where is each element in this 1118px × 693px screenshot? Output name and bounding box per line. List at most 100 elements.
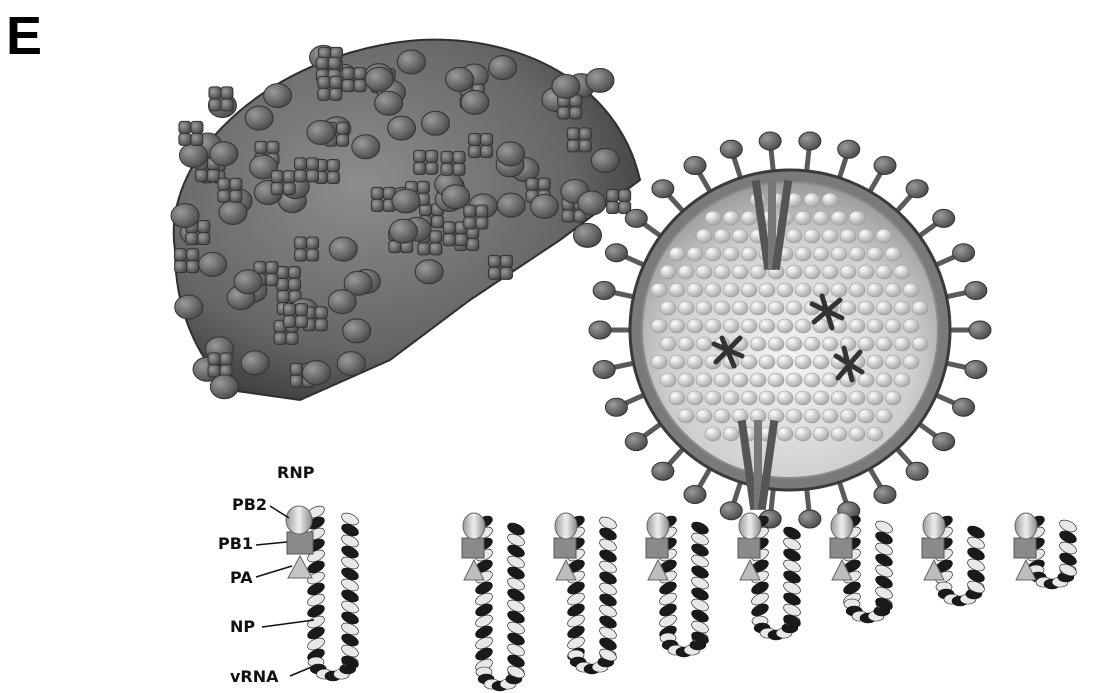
glycoprotein-head	[906, 180, 928, 198]
pb2-subunit	[463, 513, 485, 539]
matrix-protein	[714, 265, 730, 279]
hemagglutinin-spike	[365, 67, 393, 91]
matrix-protein	[822, 373, 838, 387]
matrix-protein	[741, 283, 757, 297]
matrix-protein	[786, 301, 802, 315]
hemagglutinin-spike	[179, 143, 207, 167]
matrix-protein	[876, 337, 892, 351]
glycoprotein-head	[799, 132, 821, 150]
matrix-protein	[669, 355, 685, 369]
matrix-protein	[687, 355, 703, 369]
matrix-protein	[714, 301, 730, 315]
matrix-protein	[687, 283, 703, 297]
matrix-protein	[723, 391, 739, 405]
matrix-protein	[894, 373, 910, 387]
hemagglutinin-spike	[328, 290, 356, 314]
hemagglutinin-spike	[343, 319, 371, 343]
matrix-protein	[885, 319, 901, 333]
glycoprotein-head	[933, 433, 955, 451]
panel-letter: E	[6, 6, 42, 66]
matrix-protein	[696, 229, 712, 243]
matrix-protein	[732, 229, 748, 243]
matrix-protein	[786, 373, 802, 387]
matrix-protein	[660, 301, 676, 315]
matrix-protein	[705, 247, 721, 261]
pb2-subunit	[555, 513, 577, 539]
hemagglutinin-spike	[390, 219, 418, 243]
matrix-protein	[723, 247, 739, 261]
hemagglutinin-spike	[461, 90, 489, 114]
matrix-protein	[867, 319, 883, 333]
matrix-protein	[741, 319, 757, 333]
pb1-subunit	[554, 538, 576, 558]
hemagglutinin-spike	[329, 237, 357, 261]
matrix-protein	[696, 373, 712, 387]
glycoprotein-head	[838, 140, 860, 158]
matrix-protein	[696, 337, 712, 351]
matrix-protein	[822, 229, 838, 243]
matrix-protein	[678, 409, 694, 423]
matrix-protein	[912, 301, 928, 315]
matrix-protein	[723, 211, 739, 225]
matrix-protein	[660, 337, 676, 351]
glycoprotein-head	[589, 321, 611, 339]
matrix-protein	[750, 337, 766, 351]
matrix-protein	[822, 409, 838, 423]
matrix-protein	[822, 193, 838, 207]
matrix-protein	[813, 391, 829, 405]
hemagglutinin-spike	[530, 194, 558, 218]
matrix-protein	[669, 247, 685, 261]
hemagglutinin-spike	[219, 201, 247, 225]
matrix-protein	[858, 409, 874, 423]
hemagglutinin-spike	[422, 111, 450, 135]
matrix-protein	[705, 319, 721, 333]
rnp-title: RNP	[277, 463, 315, 482]
matrix-protein	[804, 337, 820, 351]
neuraminidase-spike	[607, 190, 631, 214]
matrix-protein	[678, 301, 694, 315]
hemagglutinin-spike	[497, 193, 525, 217]
matrix-protein	[876, 409, 892, 423]
matrix-protein	[786, 229, 802, 243]
matrix-protein	[885, 355, 901, 369]
matrix-protein	[813, 427, 829, 441]
matrix-protein	[687, 391, 703, 405]
matrix-protein	[660, 265, 676, 279]
glycoprotein-head	[605, 244, 627, 262]
pb2-subunit	[647, 513, 669, 539]
matrix-protein	[714, 409, 730, 423]
matrix-protein	[840, 301, 856, 315]
rnp-hairpin	[306, 504, 361, 681]
matrix-protein	[885, 391, 901, 405]
matrix-protein	[705, 391, 721, 405]
pb2-subunit	[286, 506, 312, 534]
glycoprotein-head	[652, 180, 674, 198]
matrix-protein	[804, 265, 820, 279]
glycoprotein-head	[874, 156, 896, 174]
glycoprotein-head	[759, 132, 781, 150]
matrix-protein	[903, 355, 919, 369]
matrix-protein	[786, 265, 802, 279]
matrix-protein	[660, 373, 676, 387]
hemagglutinin-spike	[574, 223, 602, 247]
matrix-protein	[759, 319, 775, 333]
glycoprotein-head	[625, 433, 647, 451]
matrix-protein	[651, 319, 667, 333]
matrix-protein	[849, 283, 865, 297]
glycoprotein-head	[684, 486, 706, 504]
matrix-protein	[723, 319, 739, 333]
matrix-protein	[687, 247, 703, 261]
matrix-protein	[705, 427, 721, 441]
hemagglutinin-spike	[489, 56, 517, 80]
matrix-protein	[714, 229, 730, 243]
matrix-protein	[714, 373, 730, 387]
matrix-protein	[732, 265, 748, 279]
matrix-protein	[813, 211, 829, 225]
matrix-protein	[813, 355, 829, 369]
cutaway-virion	[589, 132, 991, 528]
matrix-protein	[804, 229, 820, 243]
pb1-subunit	[830, 538, 852, 558]
glycoprotein-head	[965, 361, 987, 379]
matrix-protein	[696, 265, 712, 279]
